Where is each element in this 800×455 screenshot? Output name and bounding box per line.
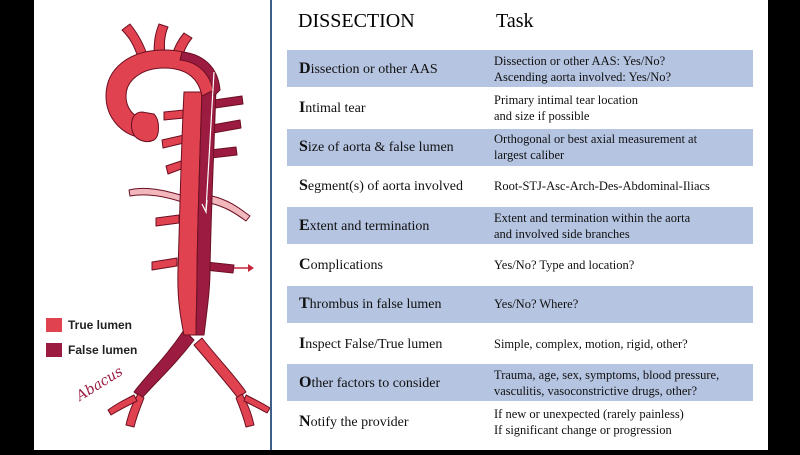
mnemonic-initial: I — [299, 98, 306, 116]
mnemonic-initial: N — [299, 413, 311, 431]
table-row: Inspect False/True lumen Simple, complex,… — [287, 325, 753, 362]
task-line: Simple, complex, motion, rigid, other? — [494, 336, 688, 351]
mnemonic-rest: ntimal tear — [305, 100, 366, 116]
mnemonic-initial: S — [299, 177, 308, 195]
mnemonic-initial: O — [299, 373, 312, 391]
false-lumen-swatch — [46, 343, 62, 357]
mnemonic-rest: egment(s) of aorta involved — [307, 179, 464, 195]
legend-true-lumen: True lumen — [46, 318, 132, 332]
mnemonic-term: Dissection or other AAS — [287, 60, 490, 78]
mnemonic-term: Size of aorta & false lumen — [287, 138, 490, 156]
mnemonic-rest: ther factors to consider — [311, 375, 441, 391]
mnemonic-term: Segment(s) of aorta involved — [287, 177, 490, 195]
task-description: Yes/No? Where? — [490, 296, 753, 312]
mnemonic-rest: issection or other AAS — [310, 61, 438, 77]
task-line: Trauma, age, sex, symptoms, blood pressu… — [494, 367, 720, 382]
task-line: Orthogonal or best axial measurement at — [494, 132, 698, 147]
mnemonic-rest: hrombus in false lumen — [309, 297, 442, 313]
task-description: If new or unexpected (rarely painless)If… — [490, 406, 753, 438]
legend-false-lumen: False lumen — [46, 343, 137, 357]
task-line: and involved side branches — [494, 226, 630, 241]
table-row: Segment(s) of aorta involved Root-STJ-Asc… — [287, 168, 753, 205]
mnemonic-term: Inspect False/True lumen — [287, 335, 490, 353]
task-line: largest caliber — [494, 148, 565, 163]
aorta-illustration — [34, 0, 271, 450]
mnemonic-rest: omplications — [310, 258, 383, 273]
mnemonic-term: Other factors to consider — [287, 374, 490, 392]
table-row: Thrombus in false lumen Yes/No? Where? — [287, 285, 753, 323]
task-description: Yes/No? Type and location? — [490, 257, 753, 273]
task-line: Primary intimal tear location — [494, 92, 639, 107]
task-line: Ascending aorta involved: Yes/No? — [494, 69, 672, 84]
mnemonic-term: Complications — [287, 256, 490, 274]
mnemonic-initial: E — [299, 216, 310, 234]
task-line: Yes/No? Type and location? — [494, 258, 635, 272]
slide: True lumen False lumen Abacus DISSECTION… — [34, 0, 768, 450]
table-row: Other factors to consider Trauma, age, se… — [287, 364, 753, 402]
mnemonic-rest: otify the provider — [310, 415, 409, 431]
mnemonic-rest: nspect False/True lumen — [305, 336, 443, 352]
task-description: Simple, complex, motion, rigid, other? — [490, 336, 753, 352]
legend-label-true: True lumen — [68, 318, 133, 332]
mnemonic-term: Notify the provider — [287, 413, 490, 431]
mnemonic-term: Intimal tear — [287, 99, 490, 117]
divider-line — [270, 0, 272, 450]
aorta-drawing — [105, 23, 271, 428]
mnemonic-term: Thrombus in false lumen — [287, 295, 490, 313]
task-line: Dissection or other AAS: Yes/No? — [494, 53, 666, 68]
legend-label-false: False lumen — [68, 343, 138, 357]
mnemonic-initial: I — [299, 334, 306, 352]
mnemonic-initial: C — [299, 256, 311, 273]
mnemonic-initial: D — [299, 59, 311, 77]
task-description: Trauma, age, sex, symptoms, blood pressu… — [490, 367, 753, 399]
mnemonic-rest: ize of aorta & false lumen — [307, 140, 454, 156]
header-task: Task — [496, 10, 534, 32]
task-line: If new or unexpected (rarely painless) — [494, 407, 684, 422]
mnemonic-initial: S — [299, 138, 308, 156]
header-dissection: DISSECTION — [298, 10, 415, 32]
task-line: Yes/No? Where? — [494, 297, 579, 312]
task-line: Root-STJ-Asc-Arch-Des-Abdominal-Iliacs — [494, 179, 710, 194]
task-description: Dissection or other AAS: Yes/No?Ascendin… — [490, 53, 753, 85]
task-line: and size if possible — [494, 108, 590, 123]
task-line: vasculitis, vasoconstrictive drugs, othe… — [494, 383, 698, 398]
true-lumen-swatch — [46, 318, 62, 332]
mnemonic-term: Extent and termination — [287, 217, 490, 235]
mnemonic-rest: xtent and termination — [309, 218, 430, 234]
mnemonic-initial: T — [299, 295, 310, 313]
task-line: Extent and termination within the aorta — [494, 210, 691, 225]
task-description: Root-STJ-Asc-Arch-Des-Abdominal-Iliacs — [490, 178, 753, 194]
task-line: If significant change or progression — [494, 423, 672, 438]
table-row: Complications Yes/No? Type and location? — [287, 247, 753, 284]
